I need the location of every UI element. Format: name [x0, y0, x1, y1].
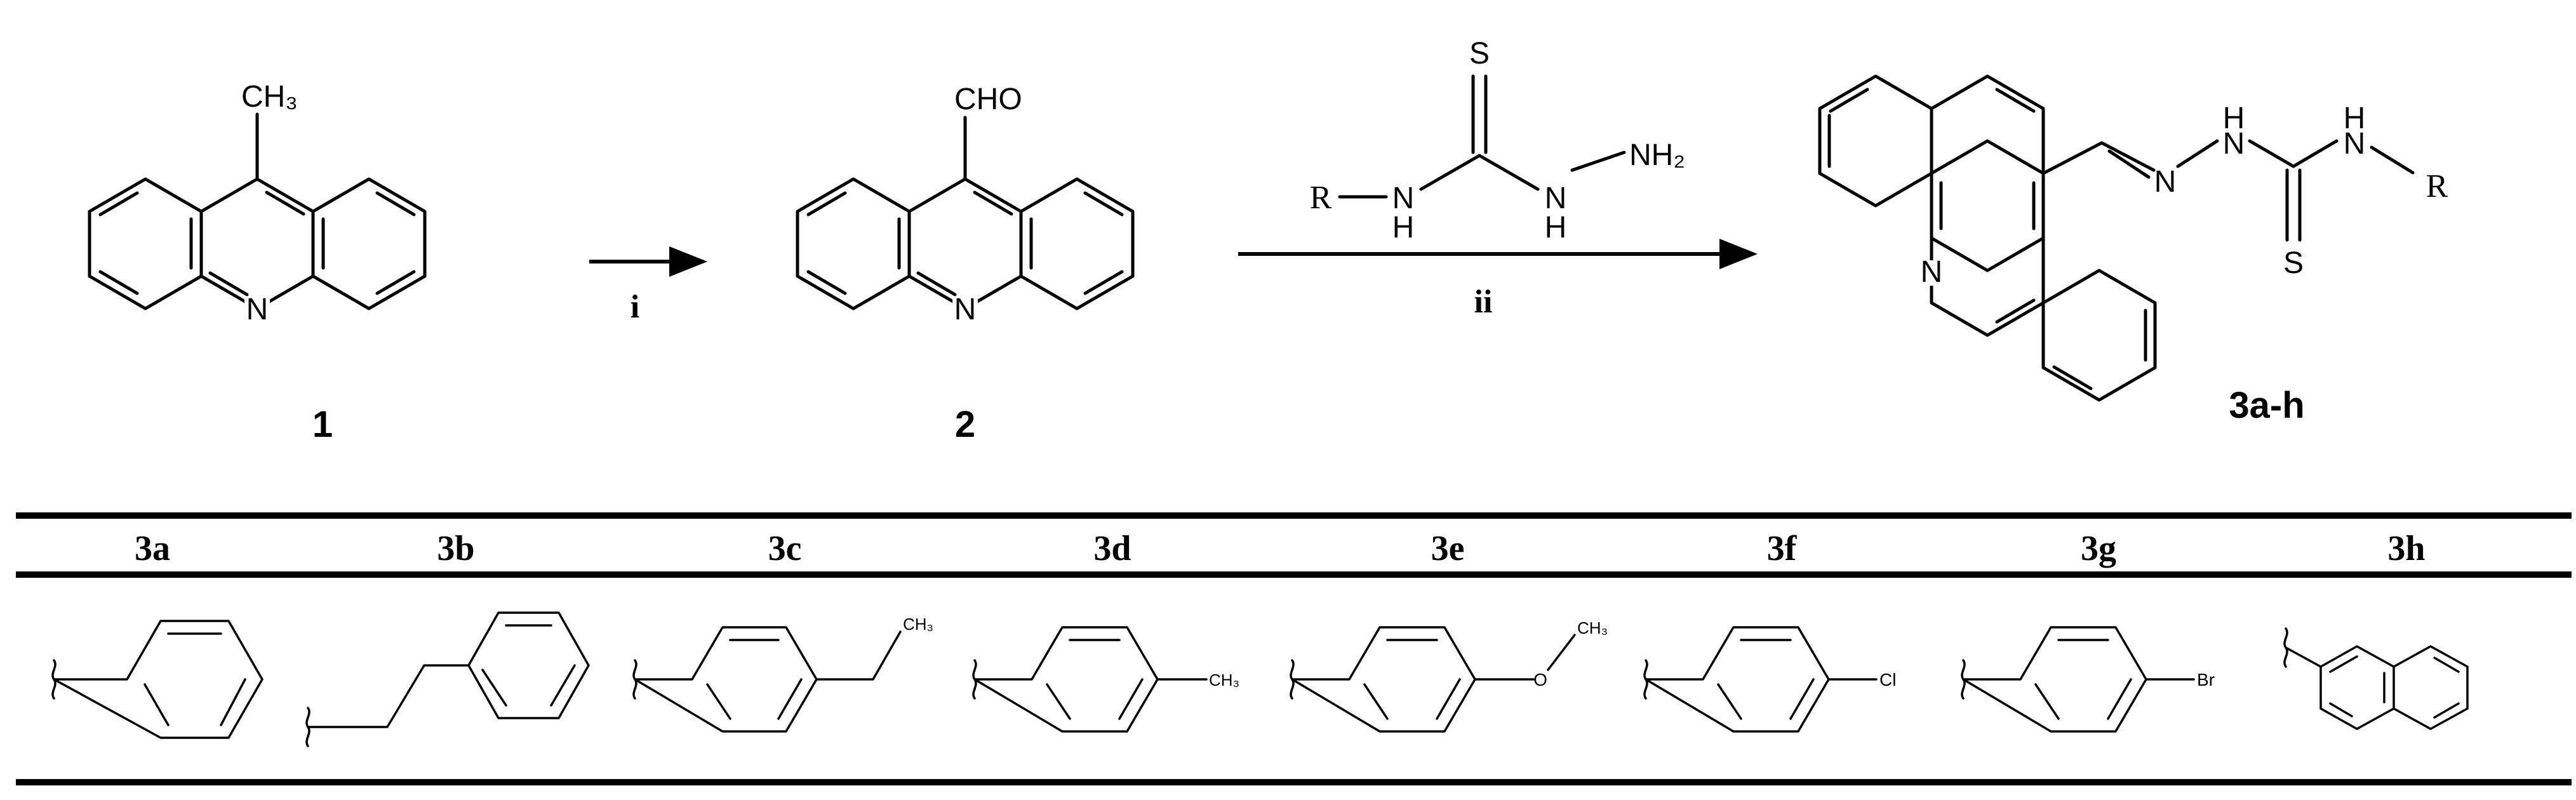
reagent-nh-right-h: H — [1545, 211, 1567, 244]
substituent-3e-methyl: CH₃ — [1577, 618, 1608, 637]
header-3f: 3f — [1767, 529, 1798, 568]
reagent-nh2: NH₂ — [1629, 138, 1685, 172]
substituent-3g-bromine: Br — [2197, 670, 2215, 690]
reagent-nh-left-n: N — [1392, 182, 1415, 215]
substituent-3c-methyl: CH₃ — [903, 615, 933, 634]
product-number: 3a-h — [2229, 385, 2304, 426]
compound-1-number: 1 — [312, 404, 333, 445]
product-imine-n: N — [2154, 165, 2177, 199]
substituent-3e-oxygen: O — [1533, 670, 1547, 690]
substituent-3f-chlorine: Cl — [1879, 670, 1896, 690]
header-3a: 3a — [135, 529, 170, 568]
header-3d: 3d — [1093, 529, 1131, 568]
compound-2-aldehyde: CHO — [954, 83, 1022, 116]
product-thio-s: S — [2283, 246, 2304, 280]
product-nh-a-h: H — [2223, 102, 2245, 135]
compound-1-nitrogen: N — [246, 293, 269, 326]
compound-1-methyl: CH₃ — [241, 80, 298, 114]
substituent-3g-bromophenyl — [1961, 626, 2195, 733]
header-3c: 3c — [768, 529, 802, 568]
product-3-structure — [1818, 74, 2415, 402]
compound-1-structure — [88, 112, 427, 310]
reagent-nh-left-h: H — [1392, 211, 1415, 244]
step-i-label: i — [631, 289, 639, 325]
step-ii-label: ii — [1474, 284, 1493, 320]
product-ring-nitrogen: N — [1921, 255, 1943, 289]
thiosemicarbazide-reagent — [1338, 74, 1626, 199]
substituent-3d-methyl: CH₃ — [1209, 670, 1239, 690]
product-nh-a-n: N — [2223, 127, 2245, 161]
product-nh-b-h: H — [2344, 102, 2366, 135]
reagent-sulfur: S — [1469, 37, 1490, 70]
product-r: R — [2426, 168, 2448, 204]
substituent-3h-naphthyl — [2283, 627, 2469, 730]
substituent-3d-tolyl — [972, 626, 1208, 733]
substituent-3f-chlorophenyl — [1643, 626, 1878, 733]
substituent-3a-phenyl — [51, 620, 264, 739]
product-nh-b-n: N — [2344, 127, 2366, 161]
header-3g: 3g — [2081, 529, 2116, 568]
header-3e: 3e — [1431, 529, 1465, 568]
compound-2-number: 2 — [955, 404, 975, 445]
reagent-nh-right-n: N — [1545, 182, 1567, 215]
reagent-r: R — [1310, 180, 1332, 216]
substituent-3c-ethylphenyl — [632, 626, 902, 733]
header-3b: 3b — [437, 529, 474, 568]
compound-2-structure — [796, 116, 1135, 310]
header-3h: 3h — [2387, 529, 2425, 568]
compound-2-nitrogen: N — [954, 293, 977, 326]
substituent-3b-phenethyl — [305, 611, 590, 747]
substituent-3e-methoxyphenyl — [1290, 626, 1576, 733]
